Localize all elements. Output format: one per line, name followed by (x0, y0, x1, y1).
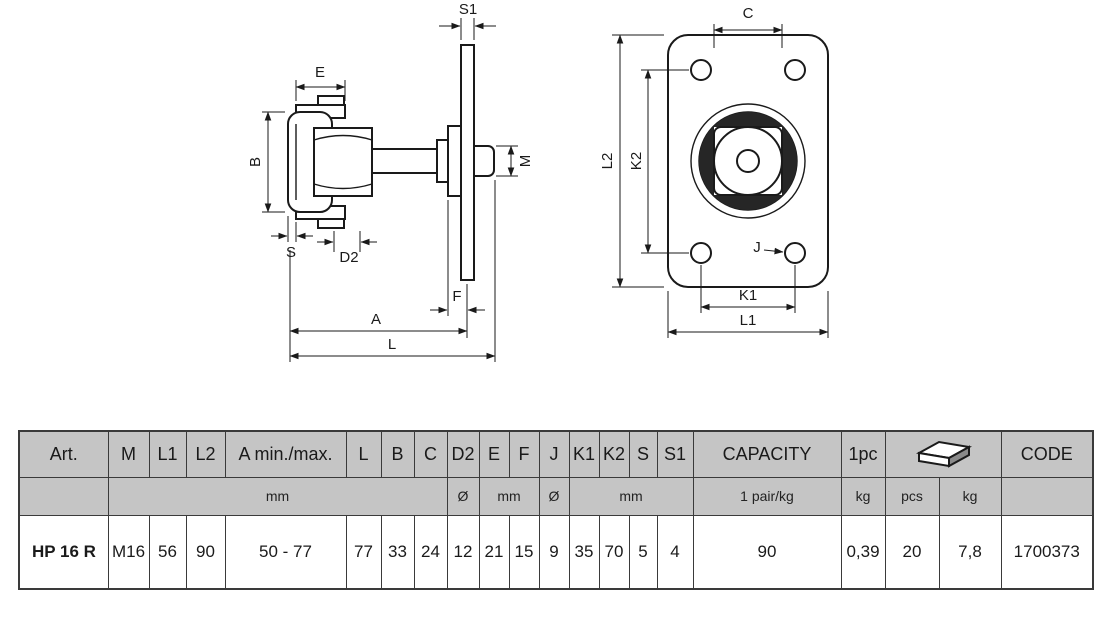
col-header-code: CODE (1000, 430, 1094, 478)
dim-label-l2: L2 (599, 153, 616, 170)
dim-arrow (763, 247, 784, 255)
dim-label-l: L (388, 336, 396, 353)
dim-label-b: B (247, 157, 264, 167)
unit-mm-main: mm (107, 476, 448, 516)
unit-1pc-kg: kg (840, 476, 886, 516)
nut-gap-shading-bottom (712, 195, 784, 211)
dim-label-k2: K2 (628, 152, 645, 170)
dim-label-s1: S1 (459, 1, 477, 18)
center-hole (736, 149, 760, 173)
dim-label-a: A (371, 311, 381, 328)
cell-k2: 70 (598, 514, 630, 590)
spec-table: Art. M L1 L2 A min./max. L B C D2 E F J … (18, 430, 1094, 590)
col-header-b: B (380, 430, 415, 478)
spec-table-wrapper: Art. M L1 L2 A min./max. L B C D2 E F J … (18, 430, 1094, 590)
nut-chamfer-top (313, 134, 373, 141)
dim-label-c: C (743, 5, 754, 22)
bottom-adjust-screw (317, 218, 345, 229)
unit-art-empty (18, 476, 109, 516)
col-header-art: Art. (18, 430, 109, 478)
col-header-j: J (538, 430, 570, 478)
cell-s1: 4 (656, 514, 694, 590)
nut-gap-shading-right (782, 125, 798, 197)
unit-kg: kg (938, 476, 1002, 516)
cell-l2: 90 (185, 514, 226, 590)
units-row: mm Ø mm Ø mm 1 pair/kg kg pcs kg (18, 476, 1094, 516)
dim-label-f: F (452, 288, 461, 305)
unit-mm-ef: mm (478, 476, 540, 516)
cell-pcs: 20 (884, 514, 940, 590)
cell-s: 5 (628, 514, 658, 590)
col-header-m: M (107, 430, 150, 478)
dim-label-j: J (753, 239, 761, 256)
bolt-collar (436, 139, 449, 183)
col-header-k2: K2 (598, 430, 630, 478)
unit-code-empty (1000, 476, 1094, 516)
dim-label-m: M (517, 155, 534, 168)
unit-capacity: 1 pair/kg (692, 476, 842, 516)
front-view-drawing: C L2 K2 J K1 L1 (599, 5, 829, 338)
cell-l1: 56 (148, 514, 187, 590)
bolt-shaft (371, 148, 438, 174)
cell-capacity: 90 (692, 514, 842, 590)
cell-b: 33 (380, 514, 415, 590)
hole-bottom-right (784, 242, 806, 264)
cell-a-minmax: 50 - 77 (224, 514, 347, 590)
dim-label-k1: K1 (739, 287, 757, 304)
bolt-flange (447, 125, 462, 197)
cell-c: 24 (413, 514, 448, 590)
hole-bottom-left (690, 242, 712, 264)
cell-e: 21 (478, 514, 510, 590)
col-header-s1: S1 (656, 430, 694, 478)
cell-f: 15 (508, 514, 540, 590)
product-row: HP 16 R M16 56 90 50 - 77 77 33 24 12 21… (18, 514, 1094, 590)
boss-outer-circle (690, 103, 806, 219)
cell-kg: 7,8 (938, 514, 1002, 590)
hole-top-left (690, 59, 712, 81)
col-header-capacity: CAPACITY (692, 430, 842, 478)
unit-mm-k: mm (568, 476, 694, 516)
col-header-l2: L2 (185, 430, 226, 478)
dim-label-d2: D2 (339, 249, 358, 266)
header-row: Art. M L1 L2 A min./max. L B C D2 E F J … (18, 430, 1094, 478)
hinge-nut (313, 127, 373, 197)
col-header-c: C (413, 430, 448, 478)
cell-d2: 12 (446, 514, 480, 590)
nut-gap-shading-top (712, 111, 784, 127)
col-header-f: F (508, 430, 540, 478)
package-box-icon (915, 441, 973, 468)
hole-top-right (784, 59, 806, 81)
col-header-k1: K1 (568, 430, 600, 478)
col-header-s: S (628, 430, 658, 478)
cell-j: 9 (538, 514, 570, 590)
nut-gap-shading-left (698, 125, 714, 197)
dim-label-e: E (315, 64, 325, 81)
side-view-drawing: S1 E B M S D2 F (247, 1, 534, 362)
dim-label-s: S (286, 244, 296, 261)
col-header-package (884, 430, 1002, 478)
unit-j-diameter: Ø (538, 476, 570, 516)
col-header-d2: D2 (446, 430, 480, 478)
dim-label-l1: L1 (740, 312, 757, 329)
col-header-l: L (345, 430, 382, 478)
wall-plate-edge (460, 44, 475, 281)
col-header-1pc: 1pc (840, 430, 886, 478)
unit-pcs: pcs (884, 476, 940, 516)
nut-chamfer-bottom (313, 183, 373, 190)
col-header-l1: L1 (148, 430, 187, 478)
cell-k1: 35 (568, 514, 600, 590)
bolt-head (473, 145, 495, 177)
cell-code: 1700373 (1000, 514, 1094, 590)
col-header-e: E (478, 430, 510, 478)
cell-1pc: 0,39 (840, 514, 886, 590)
col-header-a-minmax: A min./max. (224, 430, 347, 478)
cell-art: HP 16 R (18, 514, 109, 590)
top-adjust-screw (317, 95, 345, 106)
unit-d2-diameter: Ø (446, 476, 480, 516)
technical-drawings: S1 E B M S D2 F (247, 1, 829, 362)
cell-l: 77 (345, 514, 382, 590)
cell-m: M16 (107, 514, 150, 590)
